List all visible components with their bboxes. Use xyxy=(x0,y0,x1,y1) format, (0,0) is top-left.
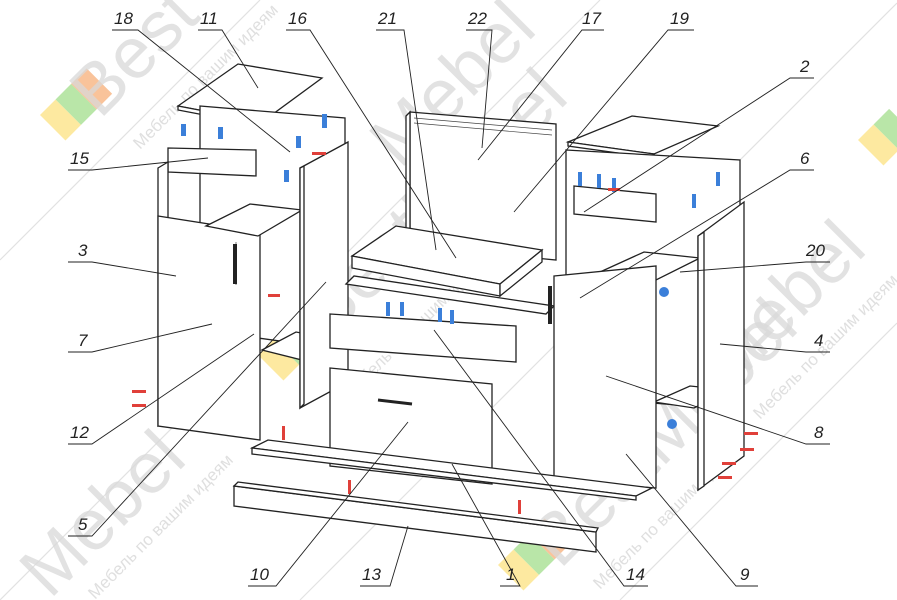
label-8: 8 xyxy=(814,423,824,442)
label-22: 22 xyxy=(467,9,487,28)
label-1: 1 xyxy=(506,565,515,584)
label-20: 20 xyxy=(805,241,825,260)
watermark-stripes-top-left xyxy=(40,68,113,141)
part-inner-side-left xyxy=(299,140,349,410)
part-right-door xyxy=(553,265,657,489)
label-12: 12 xyxy=(70,423,89,442)
part-rail-right xyxy=(573,185,657,223)
label-7: 7 xyxy=(78,331,88,350)
label-10: 10 xyxy=(250,565,269,584)
drawing-layer xyxy=(132,63,758,553)
label-17: 17 xyxy=(582,9,601,28)
part-rail-left xyxy=(167,147,257,177)
label-18: 18 xyxy=(114,9,133,28)
label-16: 16 xyxy=(288,9,307,28)
label-13: 13 xyxy=(362,565,381,584)
label-19: 19 xyxy=(670,9,689,28)
label-15: 15 xyxy=(70,149,89,168)
label-2: 2 xyxy=(799,57,810,76)
label-21: 21 xyxy=(377,9,397,28)
label-6: 6 xyxy=(800,149,810,168)
dowels-blue xyxy=(181,114,720,429)
label-11: 11 xyxy=(200,9,218,28)
part-left-door xyxy=(157,215,261,441)
label-4: 4 xyxy=(814,331,823,350)
part-drawer-front xyxy=(329,313,517,363)
leader-lines xyxy=(68,29,830,587)
label-3: 3 xyxy=(78,241,88,260)
watermark-stripes-right xyxy=(858,108,897,166)
part-labels: 18 11 16 21 22 17 19 2 6 15 3 20 7 4 12 … xyxy=(70,9,825,584)
label-9: 9 xyxy=(740,565,750,584)
screws-red xyxy=(132,152,758,514)
label-14: 14 xyxy=(626,565,645,584)
label-5: 5 xyxy=(78,515,88,534)
